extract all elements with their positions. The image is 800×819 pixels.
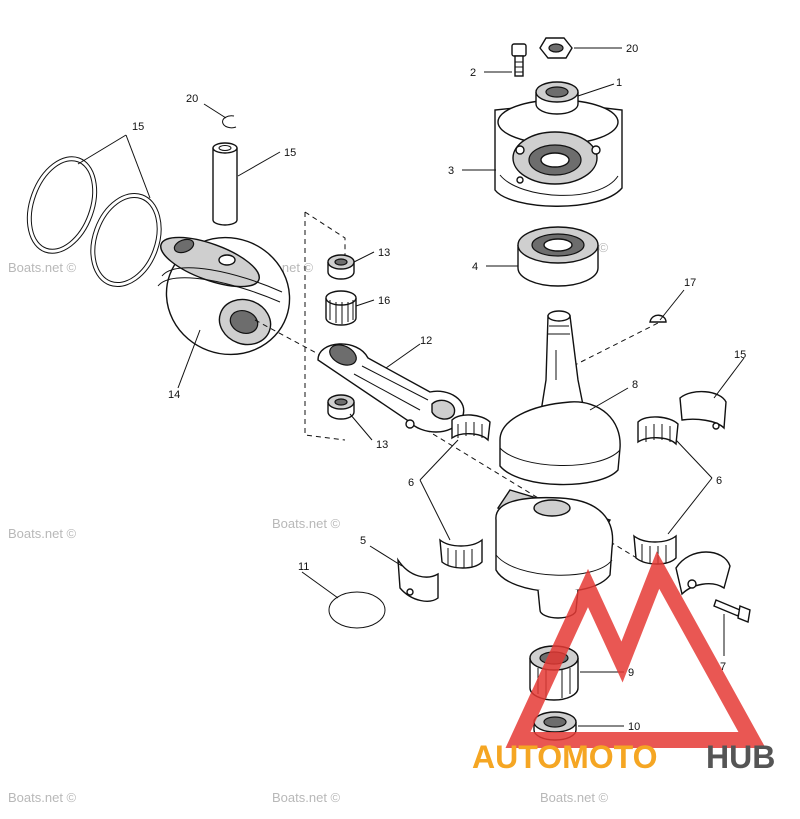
callout-10: 10 xyxy=(628,721,640,733)
connecting-rod-cap xyxy=(675,551,731,596)
leader-lines xyxy=(77,47,745,727)
watermark: Boats.net © xyxy=(8,260,77,275)
callout-16: 15 xyxy=(284,147,296,159)
oil-seal-upper xyxy=(535,81,579,115)
watermark: Boats.net © xyxy=(8,526,77,541)
callout-12: 12 xyxy=(420,335,432,347)
connecting-rod xyxy=(317,343,465,433)
assembly-guide-lines xyxy=(254,211,661,561)
needle-bearing-cage xyxy=(325,290,357,326)
callout-20b: 20 xyxy=(186,93,198,105)
logo-text-hub: HUB xyxy=(706,739,775,775)
thrust-washer-lower xyxy=(327,394,355,420)
bearing-retainer-ring-left xyxy=(397,557,439,602)
callout-13-bottom: 13 xyxy=(376,439,388,451)
small-end-bearing xyxy=(327,254,355,280)
piston-rings xyxy=(26,156,162,287)
crank-pin-bearing-left-upper xyxy=(451,414,491,442)
housing-bolt xyxy=(511,43,527,77)
bearing-retainer-ring-right xyxy=(679,391,727,430)
callout-11: 11 xyxy=(298,561,309,573)
o-ring xyxy=(328,591,386,629)
callout-8: 8 xyxy=(632,379,638,391)
callout-9: 9 xyxy=(628,667,634,679)
callout-4: 4 xyxy=(472,261,478,273)
crank-pin-bearing-left-lower xyxy=(439,538,483,569)
piston-pin-clip xyxy=(222,115,237,129)
rod-cap-screw xyxy=(713,599,751,623)
callout-labels: 20 2 1 3 4 15 20 20 15 13 16 12 13 14 17… xyxy=(132,43,746,733)
crankshaft xyxy=(495,310,621,619)
automotohub-logo: AUTOMOTO HUB xyxy=(472,551,775,775)
callout-3: 3 xyxy=(448,165,454,177)
callout-19: 20 xyxy=(626,43,638,55)
logo-triangle-mark xyxy=(505,551,766,748)
watermark: Boats.net © xyxy=(8,790,77,805)
watermark: Boats.net © xyxy=(272,516,341,531)
callout-7: 7 xyxy=(720,661,726,673)
piston xyxy=(157,236,291,356)
crankshaft-nut xyxy=(539,37,573,59)
callout-6-left: 6 xyxy=(408,477,414,489)
main-ball-bearing xyxy=(517,226,599,287)
callout-1: 1 xyxy=(616,77,622,89)
callout-15: 15 xyxy=(132,121,144,133)
crank-pin-bearing-right-upper xyxy=(637,416,679,446)
callout-13-top: 13 xyxy=(378,247,390,259)
callout-18: 17 xyxy=(684,277,696,289)
callout-15b: 15 xyxy=(734,349,746,361)
callout-5: 5 xyxy=(360,535,366,547)
callout-17: 16 xyxy=(378,295,390,307)
crankcase-seal-housing xyxy=(494,99,623,207)
callout-2: 2 xyxy=(470,67,476,79)
callout-6-right: 6 xyxy=(716,475,722,487)
piston-pin xyxy=(212,142,238,226)
watermark: Boats.net © xyxy=(272,790,341,805)
watermark: Boats.net © xyxy=(540,790,609,805)
callout-14: 14 xyxy=(168,389,180,401)
logo-text-automoto: AUTOMOTO xyxy=(472,739,657,775)
crank-pin-bearing-right-lower xyxy=(633,534,677,565)
